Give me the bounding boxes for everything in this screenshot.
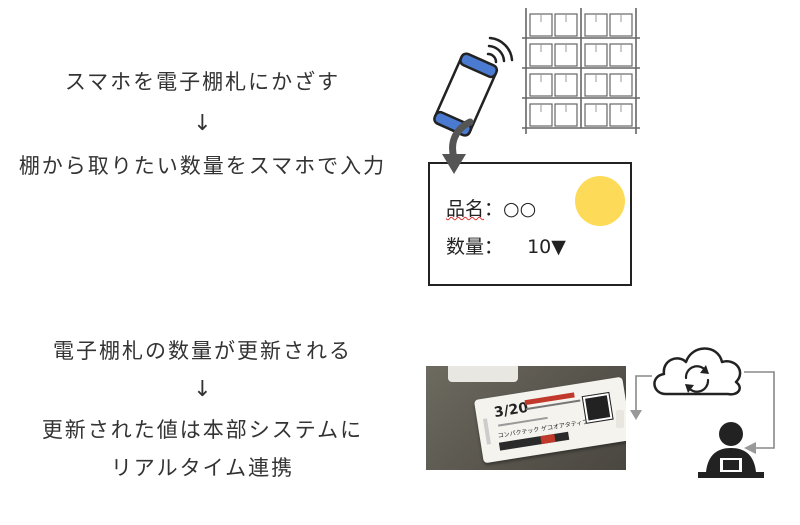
person-computer-icon: [698, 422, 764, 478]
step2-down-arrow: ↓: [193, 377, 212, 402]
esl-device: 3/20 コンパクテック ゲコオアタティブ: [473, 376, 626, 464]
quantity-label: 数量：: [446, 236, 504, 258]
status-indicator-circle: [575, 176, 625, 226]
connector-arrow-icon: [630, 375, 652, 420]
shelf-icon: [522, 8, 640, 134]
esl-photo: 3/20 コンパクテック ゲコオアタティブ: [426, 366, 626, 470]
smartphone-icon: [433, 36, 514, 137]
step2-line3: リアルタイム連携: [110, 456, 295, 480]
esl-date: 3/20: [492, 399, 530, 422]
step1-down-arrow: ↓: [193, 111, 212, 136]
esl-left-edge: [482, 418, 491, 445]
product-name-label: 品名: [446, 198, 485, 220]
quantity-row: 数量： 10▼: [446, 232, 566, 259]
step1-line1: スマホを電子棚札にかざす: [64, 70, 341, 94]
step2-line2: 更新された値は本部システムに: [41, 418, 364, 442]
cloud-sync-icon: [653, 347, 742, 396]
shelf-label-card: 品名：○○ 数量： 10▼: [428, 162, 632, 286]
connector-arrow-icon: [744, 371, 775, 454]
qr-code-icon: [581, 391, 614, 424]
step1-line2: 棚から取りたい数量をスマホで入力: [18, 154, 387, 178]
step2-line1: 電子棚札の数量が更新される: [53, 339, 352, 363]
esl-red-box: [540, 433, 556, 445]
photo-background-device: [448, 366, 518, 382]
product-name-colon: ：: [484, 198, 504, 220]
product-name-row: 品名：○○: [446, 194, 536, 221]
curved-arrow-icon: [442, 118, 474, 174]
product-name-value: ○○: [503, 198, 537, 220]
photo-background-device: [616, 410, 624, 428]
quantity-value[interactable]: 10▼: [527, 236, 566, 258]
